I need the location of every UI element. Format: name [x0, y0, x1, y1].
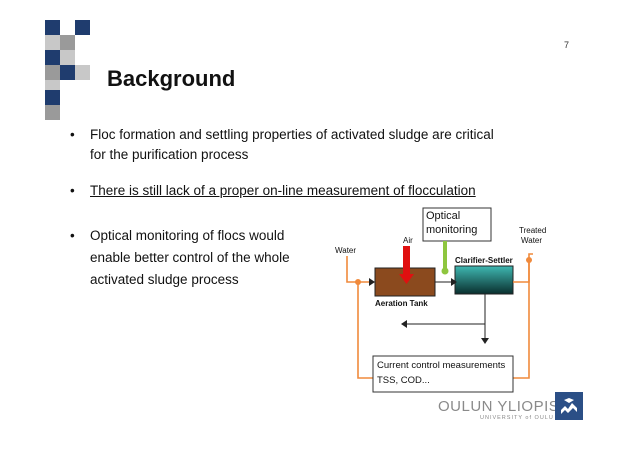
- treated-water-label: Water: [521, 236, 543, 245]
- deco-square: [75, 20, 90, 35]
- control-measurements-box: [372, 355, 514, 393]
- university-logo-icon: [555, 392, 583, 420]
- deco-square: [45, 65, 60, 80]
- aeration-tank-label: Aeration Tank: [375, 299, 428, 308]
- water-label: Water: [335, 246, 357, 255]
- optical-probe-tip: [441, 267, 449, 275]
- university-subtitle: UNIVERSITY of OULU: [480, 415, 554, 421]
- optical-monitoring-label: Optical: [426, 210, 461, 222]
- bullet-text: enable better control of the whole: [90, 250, 290, 265]
- deco-square: [75, 65, 90, 80]
- air-arrow: [399, 274, 414, 284]
- bullet-text: There is still lack of a proper on-line …: [90, 183, 476, 198]
- bullet-text: for the purification process: [90, 147, 249, 162]
- clarifier-tank: [454, 265, 514, 295]
- deco-square: [45, 90, 60, 105]
- optical-monitoring-label: monitoring: [426, 224, 478, 236]
- control-measurements-label: TSS, COD...: [377, 375, 430, 386]
- bullet-text: Floc formation and settling properties o…: [90, 127, 494, 142]
- control-measurements-label: Current control measurements: [377, 360, 506, 371]
- process-diagram: Optical monitoring Air Water Treated Wat…: [325, 206, 555, 398]
- deco-square: [45, 50, 60, 65]
- deco-square: [45, 105, 60, 120]
- clarifier-label: Clarifier-Settler: [455, 256, 513, 265]
- bullet-text: Optical monitoring of flocs would: [90, 228, 285, 243]
- deco-square: [60, 65, 75, 80]
- deco-square: [60, 35, 75, 50]
- air-pipe: [403, 246, 410, 279]
- bullet-dot: •: [70, 183, 75, 198]
- deco-square: [60, 50, 75, 65]
- process-diagram-graphic: [346, 207, 533, 393]
- bullet-text: activated sludge process: [90, 272, 239, 287]
- deco-square: [45, 35, 60, 50]
- slide-title: Background: [107, 66, 236, 91]
- treated-water-label: Treated: [519, 226, 547, 235]
- bullet-dot: •: [70, 127, 75, 142]
- deco-square: [45, 20, 60, 35]
- optical-monitoring-box: [422, 207, 492, 242]
- bullet-dot: •: [70, 228, 75, 243]
- page-number: 7: [564, 40, 570, 50]
- university-name: OULUN YLIOPISTO: [438, 398, 581, 415]
- air-label: Air: [403, 236, 413, 245]
